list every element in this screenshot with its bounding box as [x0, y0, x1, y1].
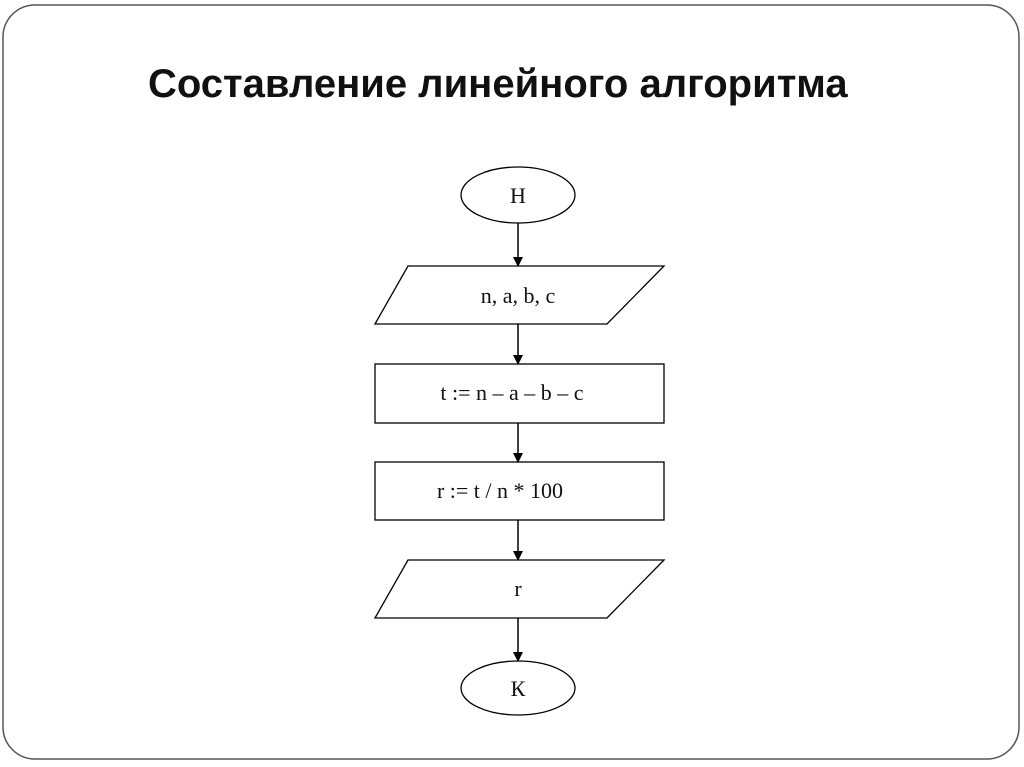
output-block: [373, 559, 666, 619]
start-label: Н: [510, 183, 526, 208]
step1-label: t := n – a – b – c: [440, 380, 583, 405]
process-block-2: [374, 461, 665, 521]
slide-frame: [2, 4, 1020, 760]
step2-label: r := t / n * 100: [437, 478, 563, 503]
input-block: [373, 265, 666, 325]
end-label: К: [511, 676, 526, 701]
output-label: r: [514, 576, 522, 601]
slide-title: Составление линейного алгоритма: [148, 62, 848, 106]
input-label: n, a, b, c: [481, 283, 556, 308]
